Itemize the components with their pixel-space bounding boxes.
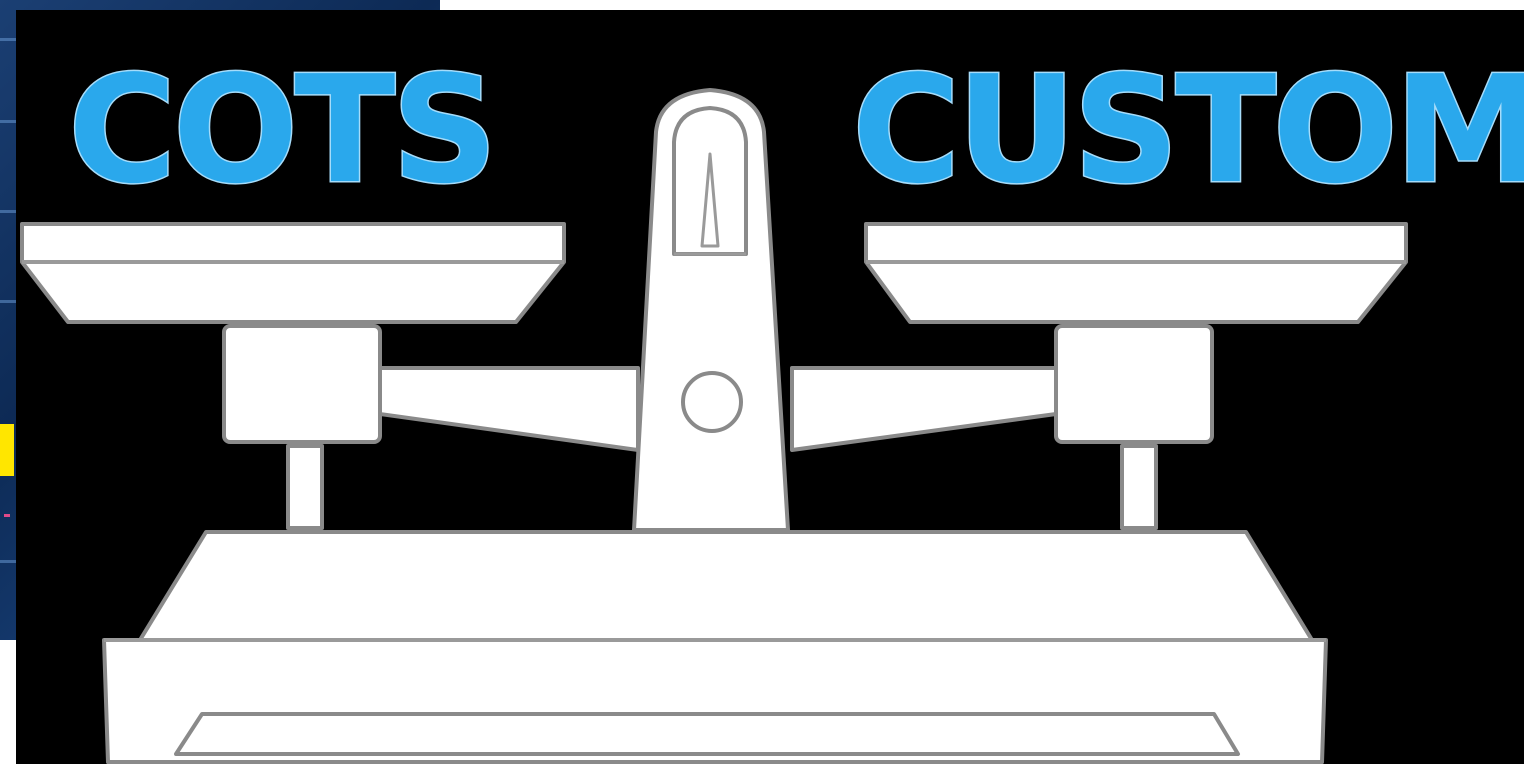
left-post xyxy=(288,446,322,528)
right-pan-block xyxy=(1056,326,1212,442)
left-pan xyxy=(22,224,564,322)
right-pan xyxy=(866,224,1406,322)
pivot-circle xyxy=(683,373,741,431)
cots-label: COTS xyxy=(68,56,494,204)
right-post xyxy=(1122,446,1156,528)
right-beam-arm xyxy=(792,368,1056,450)
background-yellow-marker xyxy=(0,424,14,476)
left-pan-block xyxy=(224,326,380,442)
scale-base-foot xyxy=(176,714,1238,754)
custom-label: CUSTOM xyxy=(852,56,1524,204)
background-pink-mark xyxy=(4,514,10,517)
balance-image-panel: COTS CUSTOM xyxy=(16,10,1524,764)
scale-base-top xyxy=(140,532,1312,640)
left-beam-arm xyxy=(380,368,638,450)
